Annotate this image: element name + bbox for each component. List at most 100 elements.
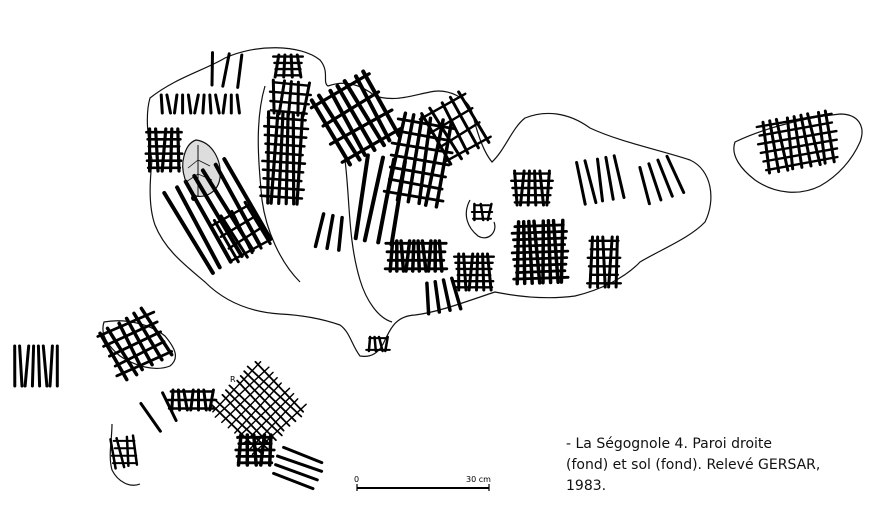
engraved-line-0-a-0	[295, 53, 303, 79]
engraved-line-3-b-2	[328, 108, 394, 146]
engraved-line-18-a-4	[30, 344, 36, 388]
engraved-line-5-a-0	[457, 90, 491, 144]
engraved-line-18-a-2	[41, 344, 49, 388]
engraved-line-25-a-4	[183, 179, 233, 264]
engraved-line-16-b-8	[251, 403, 307, 456]
engraved-line-29-a-3	[272, 471, 315, 491]
engraved-line-2-b-5	[261, 159, 307, 165]
engraved-line-30-a-0	[161, 391, 178, 422]
engraved-line-2-b-6	[261, 168, 305, 174]
inner-crack-2	[344, 159, 393, 323]
engraved-line-21-a-3	[638, 166, 651, 206]
scale-bar-end-label: 30 cm	[466, 475, 491, 484]
engraved-line-21-a-1	[656, 158, 674, 198]
engraved-line-16-b-5	[236, 387, 291, 440]
engraved-line-0-a-1	[289, 53, 294, 79]
engraved-line-3-a-3	[335, 84, 377, 152]
engraved-line-1-a-0	[301, 81, 311, 118]
engraved-line-30-a-1	[139, 402, 162, 433]
engraved-line-11-a-5	[785, 116, 795, 171]
engraved-line-13-a-0	[235, 93, 241, 115]
engraved-line-1-b-2	[269, 99, 310, 106]
engraved-line-26-a-1	[376, 157, 396, 245]
engraved-line-25-a-1	[213, 162, 262, 247]
leaf-vein-2	[197, 159, 211, 167]
engraved-line-5-a-3	[428, 106, 463, 161]
engraved-line-11-a-4	[792, 115, 804, 169]
engraved-line-11-b-5	[765, 155, 839, 172]
engraved-line-6-a-3	[420, 239, 428, 273]
engraved-line-5-b-1	[428, 106, 474, 135]
engraved-line-11-a-7	[768, 119, 781, 174]
engraved-line-6-a-2	[426, 239, 433, 273]
engraved-line-18-a-6	[18, 344, 24, 388]
engraved-line-29-a-0	[282, 445, 324, 465]
engraved-line-27-a-1	[325, 213, 335, 251]
engraved-line-8-b-5	[512, 256, 569, 261]
engraved-line-1-b-0	[272, 81, 310, 87]
engraved-line-11-b-1	[758, 121, 834, 137]
engraved-line-5-b-2	[437, 121, 481, 150]
engraved-line-13-a-5	[201, 93, 206, 115]
engraved-line-16-a-0	[254, 360, 305, 413]
engraved-line-27-a-2	[313, 212, 326, 249]
engraved-line-5-a-1	[448, 95, 480, 150]
engraved-line-7-a-4	[462, 252, 468, 292]
engraved-line-2-b-1	[263, 124, 310, 131]
engraved-line-11-b-0	[755, 112, 833, 129]
engraved-line-8-b-6	[513, 262, 568, 268]
engraved-line-25-a-6	[162, 191, 215, 275]
engraved-line-27-a-0	[337, 215, 344, 252]
engraved-line-2-b-2	[263, 133, 308, 139]
engraved-line-31-a-1	[221, 52, 231, 88]
engraved-line-20-a-3	[583, 159, 598, 205]
marker-label: R	[230, 375, 236, 384]
engraved-line-4-b-1	[395, 129, 453, 143]
engraved-line-6-a-5	[410, 239, 416, 273]
engraved-line-12-a-2	[160, 127, 168, 173]
engraved-line-20-a-2	[596, 157, 604, 203]
engraved-line-11-b-4	[762, 147, 839, 163]
engraved-line-5-a-2	[440, 101, 470, 155]
caption-line-2: (fond) et sol (fond). Relevé GERSAR,	[566, 457, 821, 473]
engraved-line-14-b-3	[113, 340, 166, 368]
engraved-line-2-b-8	[258, 185, 305, 192]
engraved-line-20-a-4	[575, 161, 587, 206]
engraved-line-5-b-3	[442, 135, 492, 164]
engraved-line-13-a-3	[214, 93, 221, 115]
engraved-line-11-a-8	[761, 120, 771, 175]
engraved-line-8-b-1	[510, 229, 568, 235]
engraved-line-3-a-1	[354, 74, 392, 143]
engraved-line-3-b-0	[309, 72, 371, 110]
engraved-line-3-a-4	[328, 88, 367, 157]
engraved-line-26-a-3	[353, 153, 370, 241]
engraved-line-12-a-1	[169, 127, 174, 173]
left-fragment-outline	[109, 423, 141, 486]
engraved-line-16-b-0	[212, 361, 262, 413]
engraved-line-11-a-3	[799, 113, 813, 168]
engraved-line-5-b-0	[418, 92, 467, 121]
engraved-line-14-a-5	[98, 331, 129, 382]
engraved-line-4-b-6	[382, 189, 445, 203]
engraved-line-10-a-2	[601, 235, 607, 289]
engraved-line-20-a-1	[604, 155, 615, 201]
engraved-line-19-a-3	[219, 214, 249, 259]
engraved-line-29-a-2	[274, 463, 319, 482]
engraved-line-31-a-2	[210, 51, 214, 87]
engraved-line-16-b-3	[227, 376, 278, 429]
engraved-line-13-a-4	[208, 93, 213, 115]
engraved-line-13-a-9	[173, 93, 179, 115]
engraved-line-13-a-6	[193, 93, 200, 115]
engraved-line-8-b-2	[512, 236, 567, 242]
engraved-line-23-a-1	[377, 335, 384, 353]
engraved-line-3-a-5	[317, 93, 362, 162]
engraved-line-16-b-2	[221, 371, 274, 424]
engraved-line-2-b-0	[266, 116, 307, 122]
engraved-line-25-a-5	[175, 185, 222, 270]
engraved-line-21-a-0	[665, 154, 686, 194]
engraved-line-12-a-0	[176, 127, 181, 173]
engraved-line-11-a-2	[806, 112, 822, 167]
engraved-line-25-a-3	[192, 174, 244, 258]
engraved-line-3-a-6	[309, 98, 352, 167]
